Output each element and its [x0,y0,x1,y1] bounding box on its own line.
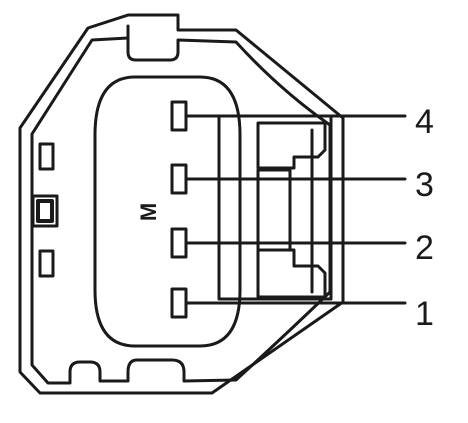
housing-outer-outline [18,13,345,395]
latch-center-bar [256,168,292,252]
orientation-mark: M [136,203,161,221]
pin-terminal-2 [170,227,188,259]
side-slot-middle-outer [31,194,59,228]
latch-lower-block [256,248,327,299]
pin-number-2: 2 [415,229,434,267]
housing-inner-outline [30,24,332,385]
latch-upper-block [256,121,327,170]
side-slot-top [38,142,55,171]
pin-terminal-3 [170,163,188,195]
side-slot-bottom [38,249,55,278]
pin-number-3: 3 [415,166,434,204]
pin-number-1: 1 [415,295,434,333]
pin-terminal-1 [170,287,188,319]
pin-number-4: 4 [415,103,434,141]
pin-terminal-4 [170,100,188,132]
side-slot-middle-inner [36,199,54,223]
terminal-cavity [93,75,242,348]
latch-frame [217,114,333,301]
